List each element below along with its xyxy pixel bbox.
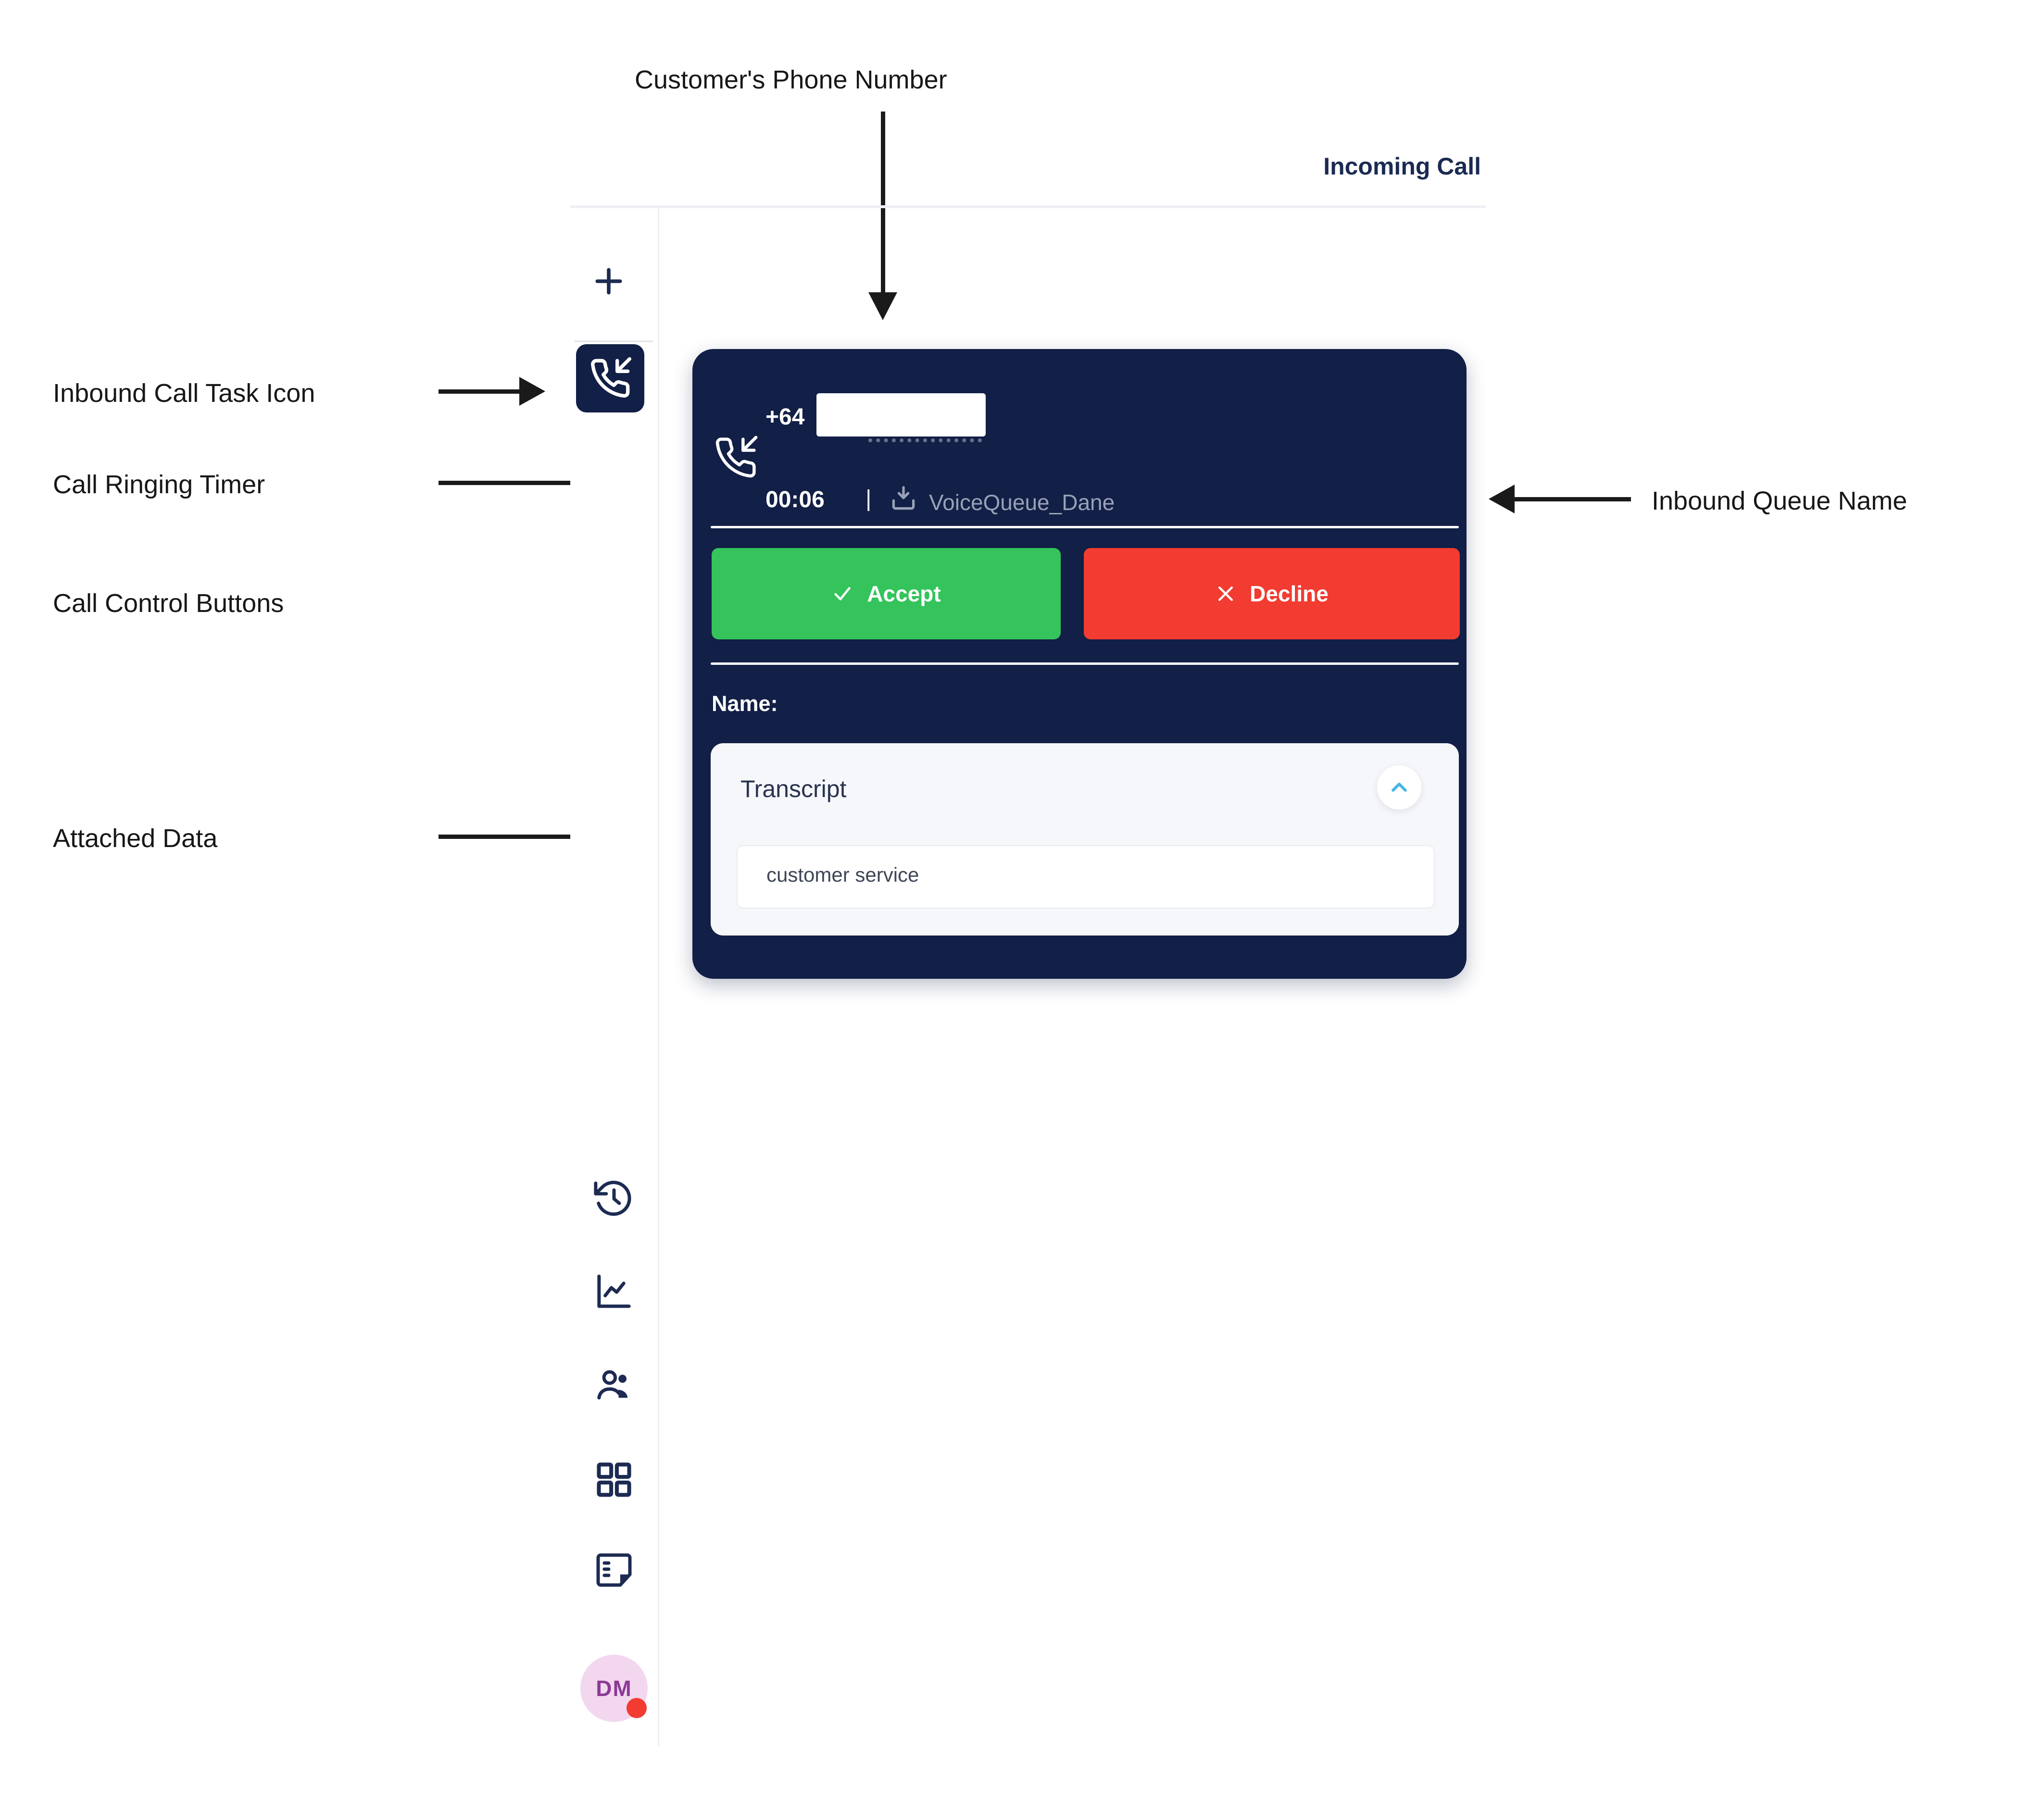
task-sidebar: DM — [570, 208, 659, 1747]
card-separator-top — [711, 526, 1459, 528]
decline-button-label: Decline — [1250, 581, 1329, 606]
avatar-initials: DM — [596, 1676, 632, 1701]
customer-phone-number: +64 — [765, 404, 805, 430]
page-title: Incoming Call — [1323, 153, 1481, 180]
card-separator-bottom — [711, 662, 1459, 665]
arrow-head-to-queue-name — [1489, 485, 1515, 513]
attached-data-panel: Transcript customer service — [711, 743, 1459, 936]
plus-icon — [595, 268, 622, 295]
call-controls-annotation: Call Control Buttons — [53, 589, 284, 618]
inbound-queue-annotation: Inbound Queue Name — [1652, 487, 1907, 515]
ringing-timer-annotation: Call Ringing Timer — [53, 470, 265, 499]
decline-button[interactable]: Decline — [1084, 548, 1460, 639]
arrow-to-attached-data — [439, 835, 605, 839]
sidebar-item-contacts[interactable] — [593, 1364, 635, 1407]
redacted-phone-number — [816, 393, 986, 437]
stats-icon — [597, 1274, 631, 1308]
redacted-phone-remnant — [868, 435, 982, 442]
name-label: Name: — [712, 691, 778, 716]
transcript-title: Transcript — [740, 775, 847, 802]
customer-phone-annotation: Customer's Phone Number — [635, 65, 947, 94]
arrow-to-task-icon — [439, 389, 521, 394]
incoming-call-card: +64 00:06 | VoiceQueue_Dane Accept Decli… — [692, 349, 1467, 979]
transcript-value: customer service — [766, 863, 919, 886]
transcript-value-box: customer service — [737, 845, 1435, 909]
inbound-queue-name: VoiceQueue_Dane — [929, 490, 1115, 515]
queue-icon — [892, 486, 915, 510]
inbound-task-annotation: Inbound Call Task Icon — [53, 379, 315, 408]
accept-button-label: Accept — [867, 581, 941, 606]
arrow-to-phone-number — [881, 112, 885, 295]
sidebar-item-inbound-call-task[interactable] — [576, 344, 644, 412]
inbound-call-icon — [591, 357, 631, 398]
call-ringing-timer: 00:06 — [765, 487, 825, 512]
user-avatar[interactable]: DM — [580, 1655, 648, 1722]
inbound-call-icon — [715, 436, 758, 478]
sidebar-item-notes[interactable] — [593, 1549, 635, 1591]
apps-grid-icon — [597, 1462, 631, 1497]
sidebar-item-stats[interactable] — [593, 1270, 635, 1312]
attached-data-annotation: Attached Data — [53, 824, 218, 853]
add-task-button[interactable] — [590, 263, 627, 299]
status-dot — [627, 1698, 647, 1718]
close-icon — [1218, 586, 1233, 601]
arrow-to-queue-name — [1514, 497, 1631, 501]
history-icon — [594, 1181, 631, 1216]
contacts-icon — [597, 1370, 628, 1400]
chevron-up-icon — [1392, 782, 1407, 792]
sidebar-divider — [574, 340, 653, 342]
collapse-toggle[interactable] — [1377, 765, 1421, 810]
notes-icon — [596, 1553, 632, 1587]
header-divider — [570, 205, 1486, 208]
accept-button[interactable]: Accept — [712, 548, 1061, 639]
sidebar-item-apps[interactable] — [593, 1459, 635, 1501]
check-icon — [834, 587, 851, 600]
arrow-to-timer — [439, 481, 605, 485]
timer-queue-separator: | — [865, 486, 872, 512]
arrow-head-to-task-icon — [519, 377, 545, 406]
sidebar-item-history[interactable] — [593, 1177, 635, 1219]
arrow-head-to-phone-number — [868, 292, 897, 320]
